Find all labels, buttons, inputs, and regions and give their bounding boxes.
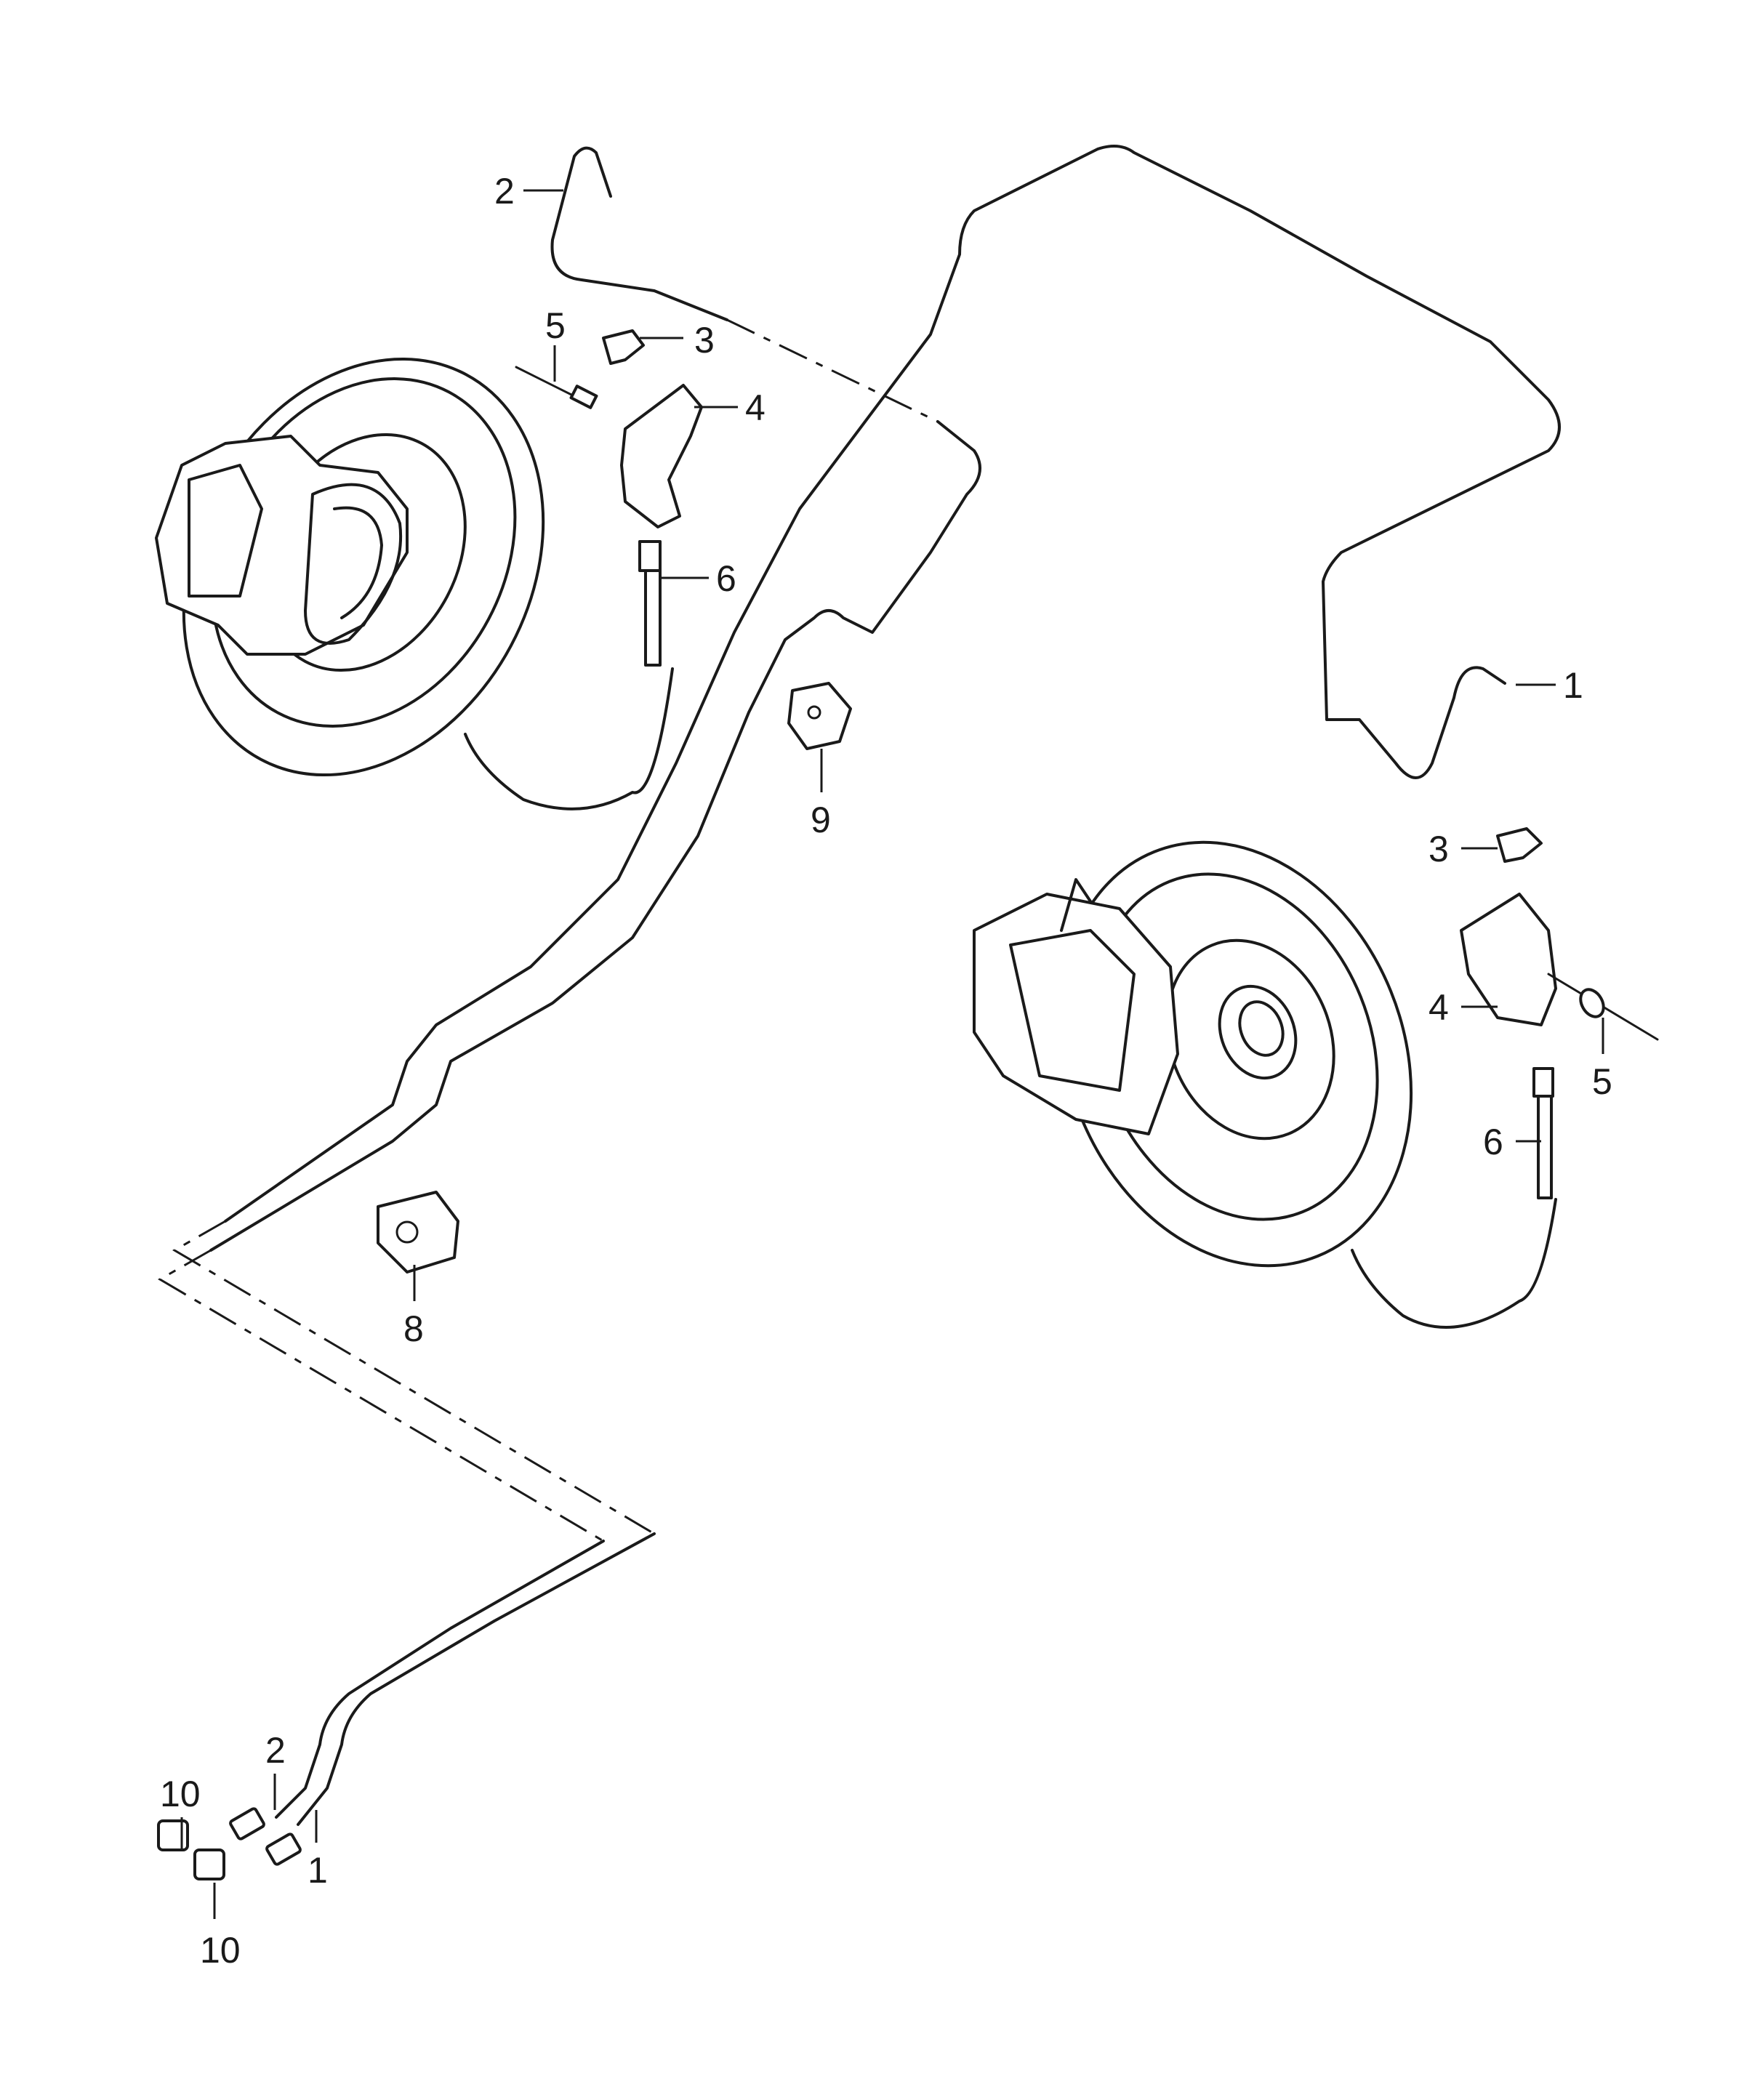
callout-union-10-bottom: 10 bbox=[200, 1930, 241, 1971]
left-brake-caliper bbox=[155, 435, 409, 656]
callout-bracket-9: 9 bbox=[811, 800, 831, 840]
right-hose-fitting-6 bbox=[1532, 1067, 1554, 1199]
callout-left-clip-3: 3 bbox=[694, 320, 715, 361]
callout-left-bracket-4: 4 bbox=[745, 387, 766, 428]
callout-front-line-1: 1 bbox=[308, 1850, 328, 1891]
union-10-bottom bbox=[193, 1848, 225, 1880]
left-bracket-4 bbox=[620, 384, 703, 528]
callout-right-pin-5: 5 bbox=[1592, 1061, 1612, 1102]
left-pin-5 bbox=[515, 366, 598, 409]
left-hose-fitting-6 bbox=[638, 540, 662, 667]
union-10-top bbox=[157, 1819, 189, 1851]
brake-line-routing bbox=[158, 145, 1561, 1826]
leader-lines bbox=[180, 189, 1604, 1919]
front-fittings bbox=[229, 1807, 302, 1866]
callout-right-clip-3: 3 bbox=[1429, 829, 1449, 869]
right-pin-5 bbox=[1547, 973, 1659, 1041]
callout-right-line-1: 1 bbox=[1563, 665, 1583, 706]
callout-right-bracket-4: 4 bbox=[1429, 987, 1449, 1028]
callout-right-hose-6: 6 bbox=[1483, 1122, 1503, 1162]
callout-left-pin-5: 5 bbox=[545, 305, 566, 346]
left-brake-assembly bbox=[155, 357, 545, 777]
right-bracket-4 bbox=[1460, 893, 1557, 1026]
callout-left-hose-6: 6 bbox=[716, 558, 736, 599]
right-brake-caliper bbox=[973, 878, 1179, 1135]
bracket-9 bbox=[787, 682, 852, 750]
right-clip-3 bbox=[1496, 827, 1543, 863]
right-brake-assembly bbox=[973, 840, 1413, 1268]
callout-union-10-top: 10 bbox=[160, 1774, 201, 1814]
callout-holder-8: 8 bbox=[403, 1308, 424, 1349]
callout-labels: 2 3 5 4 6 9 8 1 3 4 5 6 2 1 10 10 bbox=[160, 171, 1612, 1971]
callout-left-line-2: 2 bbox=[494, 171, 515, 212]
callout-front-line-2: 2 bbox=[265, 1730, 286, 1771]
left-clip-3 bbox=[602, 329, 645, 365]
holder-8 bbox=[377, 1191, 459, 1274]
